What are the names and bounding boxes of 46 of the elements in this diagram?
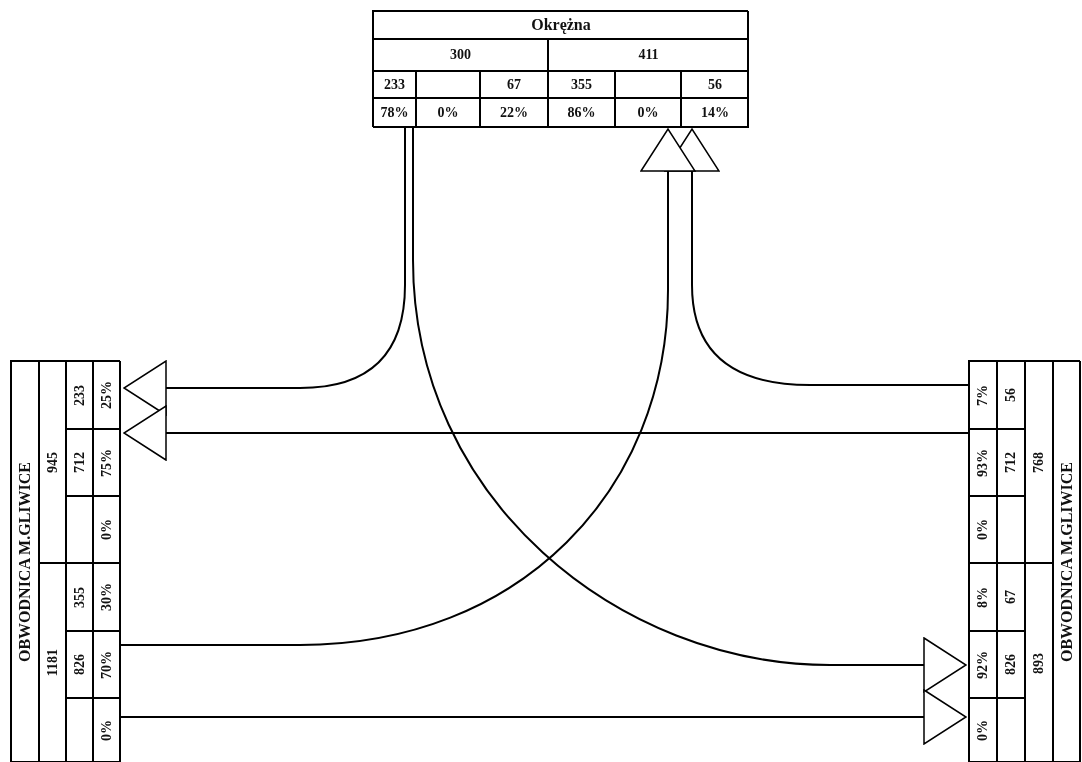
- flow-count: 355: [571, 76, 592, 93]
- flow-arrow: [119, 689, 967, 745]
- flow-percent: 78%: [380, 105, 409, 121]
- total-count: 945: [44, 451, 61, 473]
- flow-percent: 75%: [99, 448, 115, 477]
- flow-count: 56: [708, 76, 722, 93]
- flow-arrow: [412, 126, 967, 693]
- road-name: OBWODNICA M.GLIWICE: [1058, 462, 1076, 662]
- flow-count: 826: [1003, 654, 1019, 675]
- total-count: 300: [450, 47, 471, 63]
- total-count: 411: [638, 47, 659, 63]
- flow-percent: 93%: [975, 448, 991, 477]
- flow-percent: 0%: [99, 519, 115, 540]
- flow-percent: 86%: [567, 105, 596, 121]
- flow-count: 826: [71, 654, 88, 675]
- flow-arrow: [123, 405, 969, 461]
- flow-percent: 30%: [99, 583, 115, 611]
- flow-count: 712: [1003, 452, 1019, 473]
- count-table: [10, 360, 120, 762]
- flow-count: 56: [1003, 388, 1019, 402]
- flow-percent: 8%: [975, 586, 991, 608]
- road-name: OBWODNICA M.GLIWICE: [16, 462, 34, 662]
- flow-count: 233: [384, 76, 405, 93]
- flow-percent: 25%: [99, 381, 115, 409]
- count-table: [372, 10, 748, 127]
- flow-count: 67: [1003, 590, 1019, 604]
- flow-percent: 70%: [99, 650, 115, 679]
- count-table: [968, 360, 1080, 762]
- flow-count: 67: [507, 76, 521, 93]
- total-count: 1181: [44, 649, 61, 677]
- flow-count: 712: [71, 452, 88, 473]
- flow-percent: 0%: [975, 720, 991, 741]
- flow-percent: 92%: [975, 650, 991, 679]
- flow-percent: 14%: [701, 105, 729, 121]
- flow-arrow: [119, 128, 696, 646]
- total-count: 893: [1031, 652, 1047, 674]
- flow-percent: 0%: [437, 105, 459, 121]
- flow-percent: 0%: [975, 519, 991, 540]
- flow-percent: 0%: [99, 720, 115, 741]
- flow-percent: 0%: [637, 105, 659, 121]
- flow-percent: 7%: [975, 384, 991, 406]
- flow-percent: 22%: [500, 105, 528, 121]
- road-name: Okrężna: [531, 16, 591, 34]
- total-count: 768: [1031, 451, 1047, 473]
- flow-count: 233: [71, 384, 88, 406]
- flow-count: 355: [71, 586, 88, 608]
